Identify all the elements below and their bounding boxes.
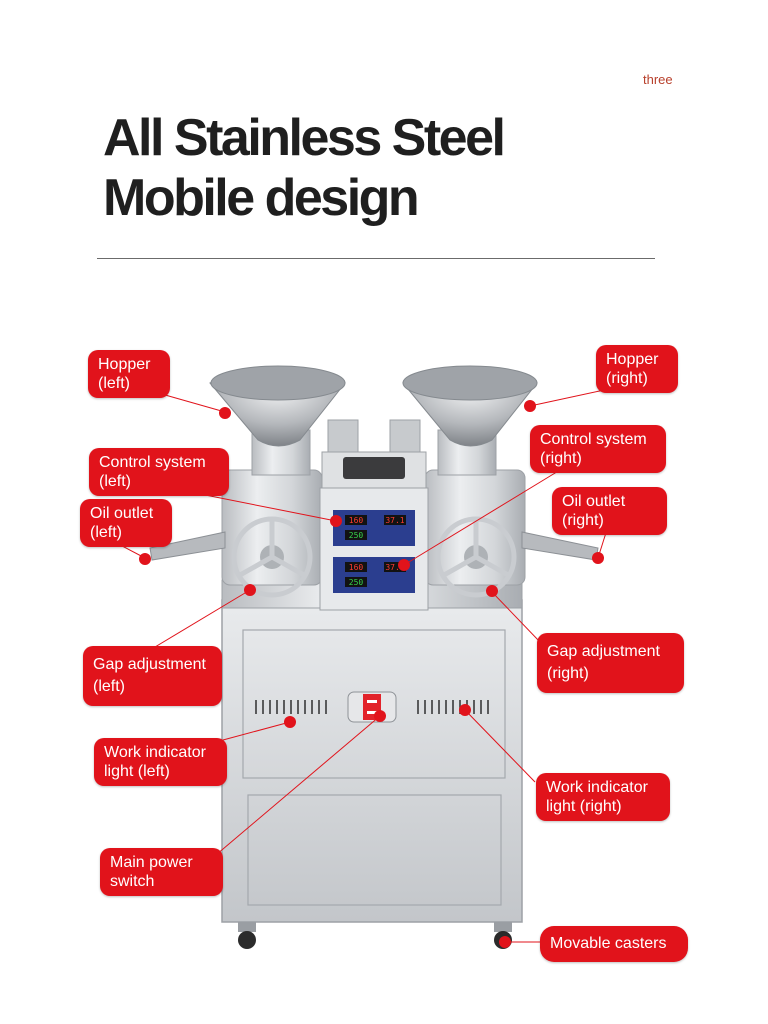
callout-oil-outlet-left: Oil outlet (left) bbox=[80, 499, 172, 547]
caster-left bbox=[238, 931, 256, 949]
callout-control-system-right: Control system (right) bbox=[530, 425, 666, 473]
title-line-1: All Stainless Steel bbox=[103, 109, 506, 167]
divider bbox=[97, 258, 655, 259]
fan-grill bbox=[343, 457, 405, 479]
callout-main-power-switch: Main power switch bbox=[100, 848, 223, 896]
callout-oil-outlet-right: Oil outlet (right) bbox=[552, 487, 667, 535]
controller-readout: 250 bbox=[349, 531, 364, 540]
oil-outlet-left bbox=[149, 531, 226, 561]
page-number: three bbox=[643, 72, 673, 87]
controller-readout: 250 bbox=[349, 578, 364, 587]
callout-hopper-right: Hopper (right) bbox=[596, 345, 678, 393]
controller-readout: 160 bbox=[349, 516, 364, 525]
oil-outlet-right bbox=[521, 531, 599, 561]
callout-control-system-left: Control system (left) bbox=[89, 448, 229, 496]
callout-gap-adjustment-right: Gap adjustment (right) bbox=[537, 633, 684, 693]
callout-hopper-left: Hopper (left) bbox=[88, 350, 170, 398]
power-switch bbox=[363, 694, 381, 720]
title-line-2: Mobile design bbox=[103, 169, 420, 227]
callout-movable-casters: Movable casters bbox=[540, 926, 688, 962]
cabinet-body bbox=[221, 599, 523, 923]
callout-work-indicator-right: Work indicator light (right) bbox=[536, 773, 670, 821]
controller-readout: 37.1 bbox=[385, 563, 404, 572]
controller-readout: 37.1 bbox=[385, 516, 404, 525]
page-title: All Stainless Steel Mobile design bbox=[103, 108, 506, 228]
callout-work-indicator-left: Work indicator light (left) bbox=[94, 738, 227, 786]
controller-readout: 160 bbox=[349, 563, 364, 572]
caster-right bbox=[494, 931, 512, 949]
callout-gap-adjustment-left: Gap adjustment (left) bbox=[83, 646, 222, 706]
